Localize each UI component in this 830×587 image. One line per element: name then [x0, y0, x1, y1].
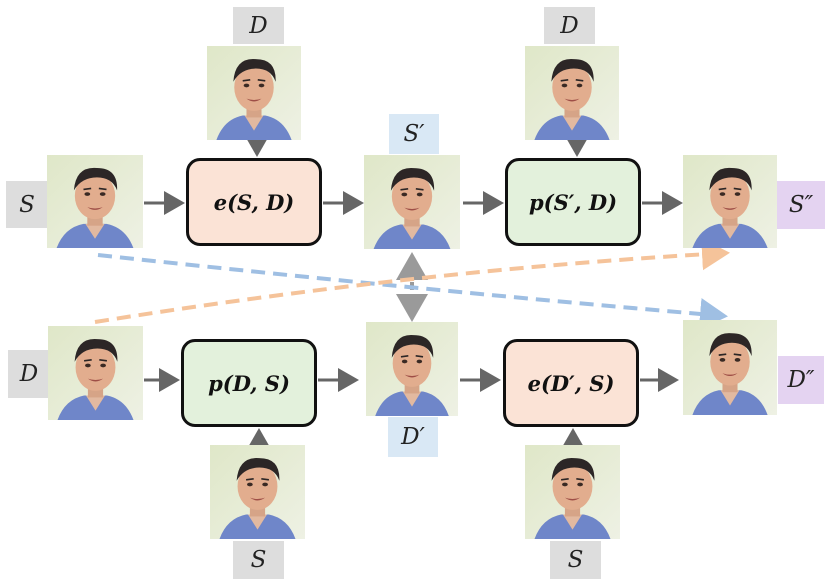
face-photo-s-bottom-left: [210, 445, 305, 539]
face-photo-d-top-right: [525, 46, 619, 140]
label-s-left: S: [6, 181, 48, 228]
label-s-bottom-left: S: [233, 541, 284, 579]
face-photo-s-double-prime: [683, 155, 777, 248]
label-d-left: D: [8, 350, 50, 398]
face-photo-d-double-prime: [683, 320, 777, 415]
label-d-prime: D′: [388, 417, 438, 457]
label-d-top-left: D: [233, 7, 284, 44]
predict-block-bottom: p(D, S): [181, 339, 317, 427]
predict-block-top: p(S′, D): [505, 158, 641, 246]
face-photo-d-left: [48, 326, 143, 420]
label-s-bottom-right: S: [550, 541, 601, 579]
label-s-double-prime: S″: [777, 181, 825, 229]
encode-block-top: e(S, D): [186, 158, 322, 246]
face-photo-d-top-left: [207, 46, 301, 140]
encode-block-bottom: e(D′, S): [503, 339, 639, 427]
face-photo-s-left: [47, 155, 143, 248]
face-photo-s-bottom-right: [525, 445, 620, 539]
face-photo-s-prime: [364, 155, 460, 249]
cycle-arrow-orange: [94, 238, 730, 324]
label-d-double-prime: D″: [778, 356, 824, 404]
face-photo-d-prime: [366, 322, 458, 416]
cycle-arrow-blue: [97, 253, 728, 330]
label-s-prime: S′: [389, 114, 439, 154]
label-d-top-right: D: [544, 7, 595, 44]
